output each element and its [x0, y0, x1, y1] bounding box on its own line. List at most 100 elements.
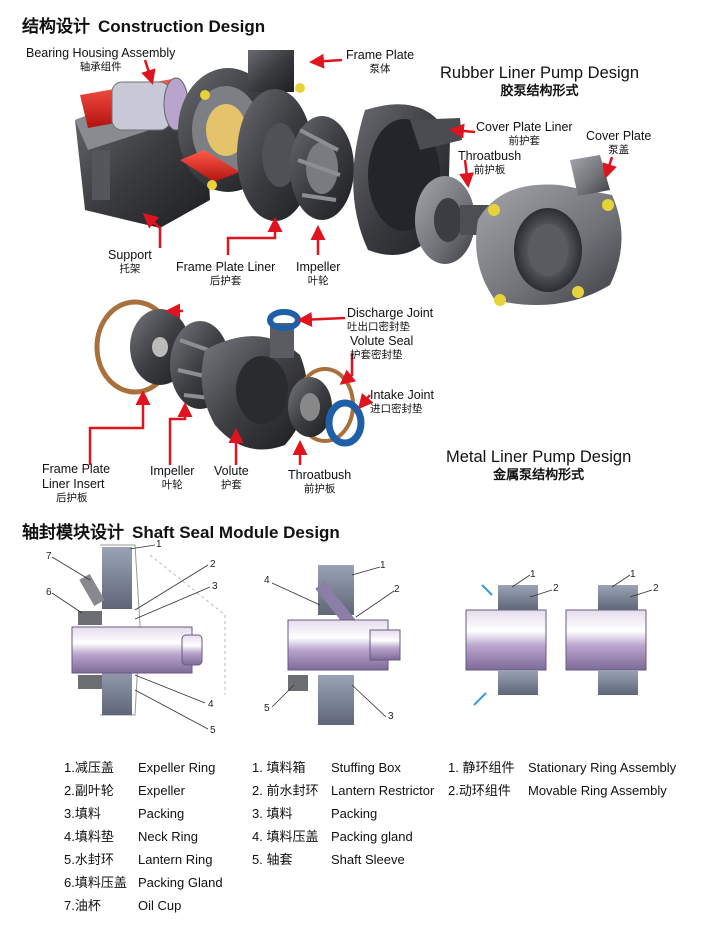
label-volute-seal-zh: 护套密封垫 [350, 349, 403, 361]
label-volute-seal-en: Volute Seal [350, 334, 414, 348]
rubber-liner-pump-illustration [75, 50, 622, 306]
legend2-en: Stuffing Box [331, 760, 401, 775]
label-frame-plate: Frame Plate 泵体 [346, 48, 414, 76]
legend1-zh: 5.水封环 [64, 852, 114, 867]
legend2-zh: 1. 填料箱 [252, 760, 306, 775]
legend1-row: 5.水封环 Lantern Ring [64, 848, 223, 871]
label-volute: Volute 护套 [214, 464, 249, 492]
label-discharge-joint-en: Discharge Joint [347, 306, 434, 320]
label-intake-joint-zh: 进口密封垫 [370, 403, 423, 415]
d2-num-4: 4 [264, 575, 270, 586]
legend2-en: Shaft Sleeve [331, 852, 405, 867]
d1-num-7: 7 [46, 551, 52, 562]
label-bearing-housing-zh: 轴承组件 [79, 61, 122, 73]
label-cover-plate-liner-en: Cover Plate Liner [476, 120, 573, 134]
label-cover-plate-liner-zh: 前护套 [508, 135, 541, 147]
d2-num-1: 1 [380, 560, 386, 571]
legend3-row: 2.动环组件 Movable Ring Assembly [448, 779, 676, 802]
label-cover-plate-liner: Cover Plate Liner 前护套 [476, 120, 573, 148]
legend1-zh: 4.填料垫 [64, 829, 114, 844]
d1-num-5: 5 [210, 725, 216, 736]
legend1-zh: 3.填料 [64, 806, 101, 821]
construction-title-zh: 结构设计 [22, 17, 90, 36]
discharge-joint-part [267, 309, 301, 331]
seal-diagram-packing [287, 565, 401, 725]
d3-num-2: 2 [553, 583, 559, 594]
legend1-zh: 7.油杯 [64, 898, 101, 913]
label-throatbush-rubber: Throatbush 前护板 [458, 149, 521, 177]
label-discharge-joint: Discharge Joint 吐出口密封垫 [347, 306, 433, 334]
legend2-row: 3. 填料 Packing [252, 802, 434, 825]
legend1-row: 2.副叶轮 Expeller [64, 779, 223, 802]
legend3-zh: 2.动环组件 [448, 783, 511, 798]
diagram2-leaders [271, 566, 395, 718]
d2-num-2: 2 [394, 584, 400, 595]
rubber-liner-heading: Rubber Liner Pump Design 胶泵结构形式 [440, 64, 639, 99]
label-frame-plate-liner-zh: 后护套 [209, 275, 242, 287]
legend1-en: Lantern Ring [138, 852, 213, 867]
shaft-seal-title-zh: 轴封模块设计 [22, 523, 124, 542]
label-impeller-metal-zh: 叶轮 [161, 479, 183, 491]
label-discharge-joint-zh: 吐出口密封垫 [347, 321, 410, 333]
label-frame-plate-liner-insert: Frame Plate Liner Insert 后护板 [42, 462, 110, 505]
label-cover-plate-en: Cover Plate [586, 129, 652, 143]
label-throatbush-metal: Throatbush 前护板 [288, 468, 351, 496]
legend2-zh: 2. 前水封环 [252, 783, 319, 798]
legend1-en: Packing Gland [138, 875, 223, 890]
label-support: Support 托架 [108, 248, 152, 276]
construction-title: 结构设计 Construction Design [22, 12, 265, 37]
legend1-en: Packing [138, 806, 185, 821]
rubber-liner-heading-zh: 胶泵结构形式 [500, 83, 579, 98]
legend2-en: Packing gland [331, 829, 413, 844]
legend2-zh: 3. 填料 [252, 806, 293, 821]
legend2-en: Packing [331, 806, 378, 821]
legend1-zh: 6.填料压盖 [64, 875, 127, 890]
label-volute-zh: 护套 [220, 479, 242, 491]
legend2-en: Lantern Restrictor [331, 783, 435, 798]
impeller-part [290, 116, 354, 220]
label-intake-joint: Intake Joint 进口密封垫 [370, 388, 434, 416]
d2-num-3: 3 [388, 711, 394, 722]
seal-diagram-mechanical-1 [465, 584, 547, 706]
label-impeller-rubber: Impeller 叶轮 [296, 260, 340, 288]
d1-num-4: 4 [208, 699, 214, 710]
d2-num-5: 5 [264, 703, 270, 714]
label-intake-joint-en: Intake Joint [370, 388, 434, 402]
label-cover-plate: Cover Plate 泵盖 [586, 129, 651, 157]
label-frame-plate-liner-insert-en2: Liner Insert [42, 477, 105, 491]
label-bearing-housing: Bearing Housing Assembly 轴承组件 [26, 46, 175, 74]
label-volute-en: Volute [214, 464, 249, 478]
d1-num-1: 1 [156, 539, 162, 550]
d1-num-3: 3 [212, 581, 218, 592]
legend3-en: Movable Ring Assembly [528, 783, 667, 798]
label-frame-plate-liner-insert-en1: Frame Plate [42, 462, 111, 476]
label-bearing-housing-en: Bearing Housing Assembly [26, 46, 176, 60]
seal-diagram-expeller [71, 544, 226, 716]
rubber-liner-heading-en: Rubber Liner Pump Design [440, 64, 640, 82]
legend2-row: 2. 前水封环 Lantern Restrictor [252, 779, 434, 802]
legend1-row: 4.填料垫 Neck Ring [64, 825, 223, 848]
label-frame-plate-liner: Frame Plate Liner 后护套 [176, 260, 275, 288]
label-impeller-metal: Impeller 叶轮 [150, 464, 194, 492]
legend1-en: Expeller [138, 783, 185, 798]
label-impeller-rubber-zh: 叶轮 [307, 275, 329, 287]
d1-num-6: 6 [46, 587, 52, 598]
legend2-row: 1. 填料箱 Stuffing Box [252, 756, 434, 779]
legend1-zh: 2.副叶轮 [64, 783, 114, 798]
label-impeller-rubber-en: Impeller [296, 260, 341, 274]
legend1-row: 3.填料 Packing [64, 802, 223, 825]
metal-liner-heading-en: Metal Liner Pump Design [446, 448, 632, 466]
label-frame-plate-zh: 泵体 [369, 63, 391, 75]
construction-title-en: Construction Design [98, 17, 266, 36]
legend1-en: Neck Ring [138, 829, 198, 844]
legend3-en: Stationary Ring Assembly [528, 760, 677, 775]
cover-plate-part [476, 155, 622, 306]
label-throatbush-rubber-zh: 前护板 [473, 164, 506, 176]
metal-throatbush-part [288, 377, 332, 437]
